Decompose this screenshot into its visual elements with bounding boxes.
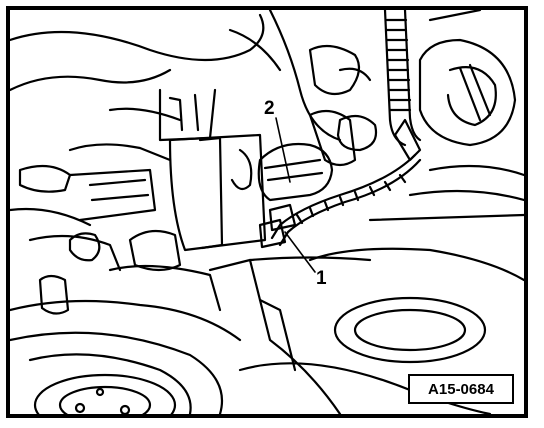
sensor-cable bbox=[270, 153, 422, 247]
lower-floor bbox=[208, 247, 524, 414]
engine-bay-drawing bbox=[10, 10, 524, 414]
figure-reference-label: A15-0684 bbox=[408, 374, 514, 404]
callout-2: 2 bbox=[264, 98, 275, 119]
diagram-frame: 2 1 A15-0684 bbox=[6, 6, 528, 418]
lower-left-pulley bbox=[10, 331, 224, 414]
engine-block bbox=[10, 133, 267, 342]
corrugated-hose bbox=[383, 10, 422, 162]
right-components bbox=[308, 10, 524, 222]
callout-1: 1 bbox=[316, 268, 327, 289]
sensor-housing bbox=[257, 109, 357, 249]
upper-bracket bbox=[10, 10, 342, 142]
leader-lines bbox=[275, 117, 316, 273]
